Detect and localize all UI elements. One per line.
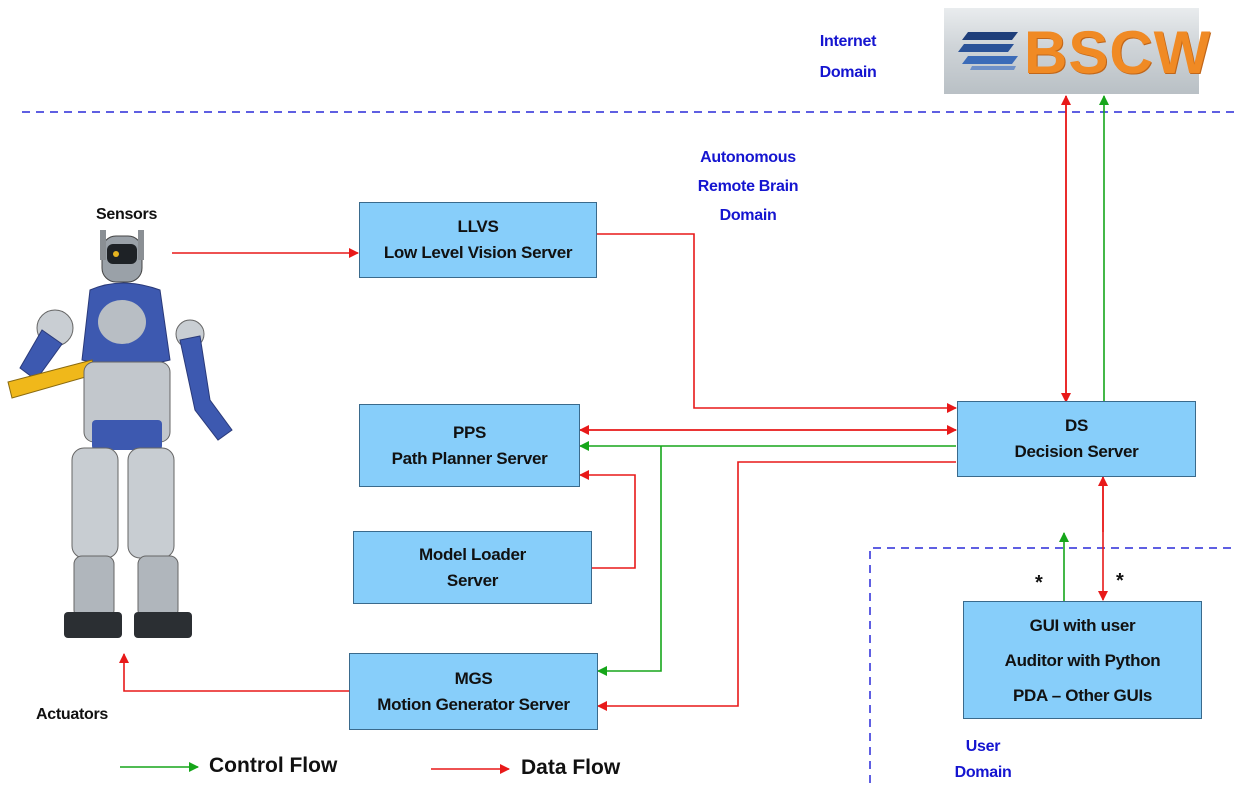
ds-subtitle: Decision Server — [1014, 442, 1139, 461]
ds-title: DS — [1064, 416, 1089, 435]
pps-title: PPS — [452, 422, 487, 442]
user-domain-boundary — [869, 547, 1234, 783]
ds-to-mgs-arrow — [597, 461, 956, 711]
legend-data-flow-label: Data Flow — [521, 756, 621, 779]
gui-right-asterisk: * — [1116, 570, 1124, 592]
gui-line-1: GUI with user — [1029, 615, 1136, 635]
mgs-to-actuators-arrow — [119, 653, 349, 692]
legend-control-flow-label: Control Flow — [209, 754, 338, 777]
gui-line-2: Auditor with Python — [1004, 650, 1161, 670]
model-loader-box[interactable]: Model Loader Server — [353, 531, 592, 604]
mgs-box[interactable]: MGS Motion Generator Server — [349, 653, 598, 730]
actuators-label: Actuators — [36, 706, 108, 723]
pps-box[interactable]: PPS Path Planner Server — [359, 404, 580, 487]
sensors-label: Sensors — [96, 206, 158, 223]
gui-line-3: PDA – Other GUIs — [1012, 685, 1153, 705]
llvs-subtitle: Low Level Vision Server — [383, 243, 573, 262]
humanoid-robot-illustration — [7, 230, 233, 638]
gui-left-asterisk: * — [1035, 572, 1043, 594]
control-flow-connectors — [579, 95, 1109, 676]
model-loader-title: Model Loader — [419, 544, 526, 564]
mgs-subtitle: Motion Generator Server — [377, 694, 570, 714]
gui-box[interactable]: GUI with user Auditor with Python PDA – … — [963, 601, 1202, 719]
data-flow-connectors — [119, 95, 1108, 711]
mgs-title: MGS — [454, 668, 493, 688]
model-loader-to-pps-arrow — [579, 470, 636, 569]
model-loader-subtitle: Server — [446, 570, 499, 590]
bscw-logo-mark-icon — [958, 32, 1018, 70]
ds-box[interactable]: DS Decision Server — [957, 401, 1196, 477]
llvs-title: LLVS — [457, 217, 499, 236]
bscw-logo-text: BSCW — [1024, 19, 1212, 86]
llvs-to-ds-arrow — [597, 233, 957, 413]
llvs-box[interactable]: LLVS Low Level Vision Server — [359, 202, 597, 278]
bscw-logo: BSCW — [944, 8, 1210, 94]
ds-to-mgs-control-arrow — [597, 446, 662, 676]
pps-subtitle: Path Planner Server — [391, 448, 548, 468]
